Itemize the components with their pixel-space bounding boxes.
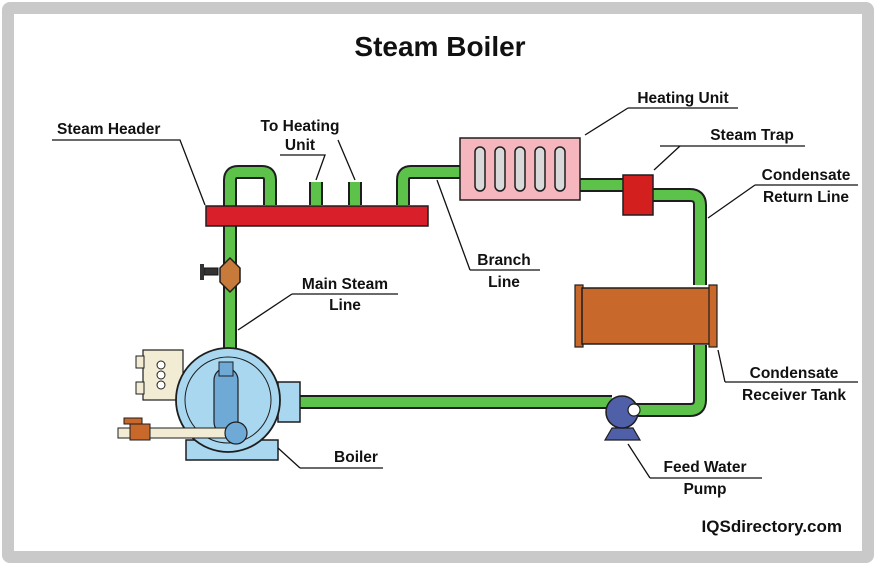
piping: [223, 165, 707, 417]
steam-trap: [622, 174, 654, 216]
label-condensate-return-line-1: Condensate: [762, 167, 851, 184]
steam-header: [205, 205, 429, 227]
labels: Steam Header To Heating Unit Heating Uni…: [57, 90, 851, 498]
label-condensate-receiver-tank-2: Receiver Tank: [742, 387, 846, 404]
label-boiler: Boiler: [334, 449, 378, 466]
watermark-text: IQSdirectory.com: [702, 517, 842, 536]
label-to-heating-unit-line-1: To Heating: [261, 118, 340, 135]
condensate-receiver-tank: [574, 284, 718, 348]
label-main-steam-line-2: Line: [329, 297, 361, 314]
label-branch-line-2: Line: [488, 274, 520, 291]
feed-water-pump: [603, 395, 642, 441]
label-steam-trap: Steam Trap: [710, 127, 794, 144]
heating-unit: [459, 137, 581, 201]
label-branch-line-1: Branch: [477, 252, 530, 269]
label-heating-unit: Heating Unit: [637, 90, 728, 107]
label-feed-water-pump-2: Pump: [683, 481, 726, 498]
label-main-steam-line-1: Main Steam: [302, 276, 388, 293]
label-condensate-receiver-tank-1: Condensate: [750, 365, 839, 382]
steam-valve: [200, 256, 241, 294]
leader-lines: [52, 107, 858, 479]
diagram-title: Steam Boiler: [354, 31, 525, 62]
label-condensate-return-line-2: Return Line: [763, 189, 849, 206]
label-feed-water-pump-1: Feed Water: [664, 459, 747, 476]
label-to-heating-unit-line-2: Unit: [285, 137, 315, 154]
boiler: [117, 347, 301, 461]
label-steam-header: Steam Header: [57, 121, 160, 138]
